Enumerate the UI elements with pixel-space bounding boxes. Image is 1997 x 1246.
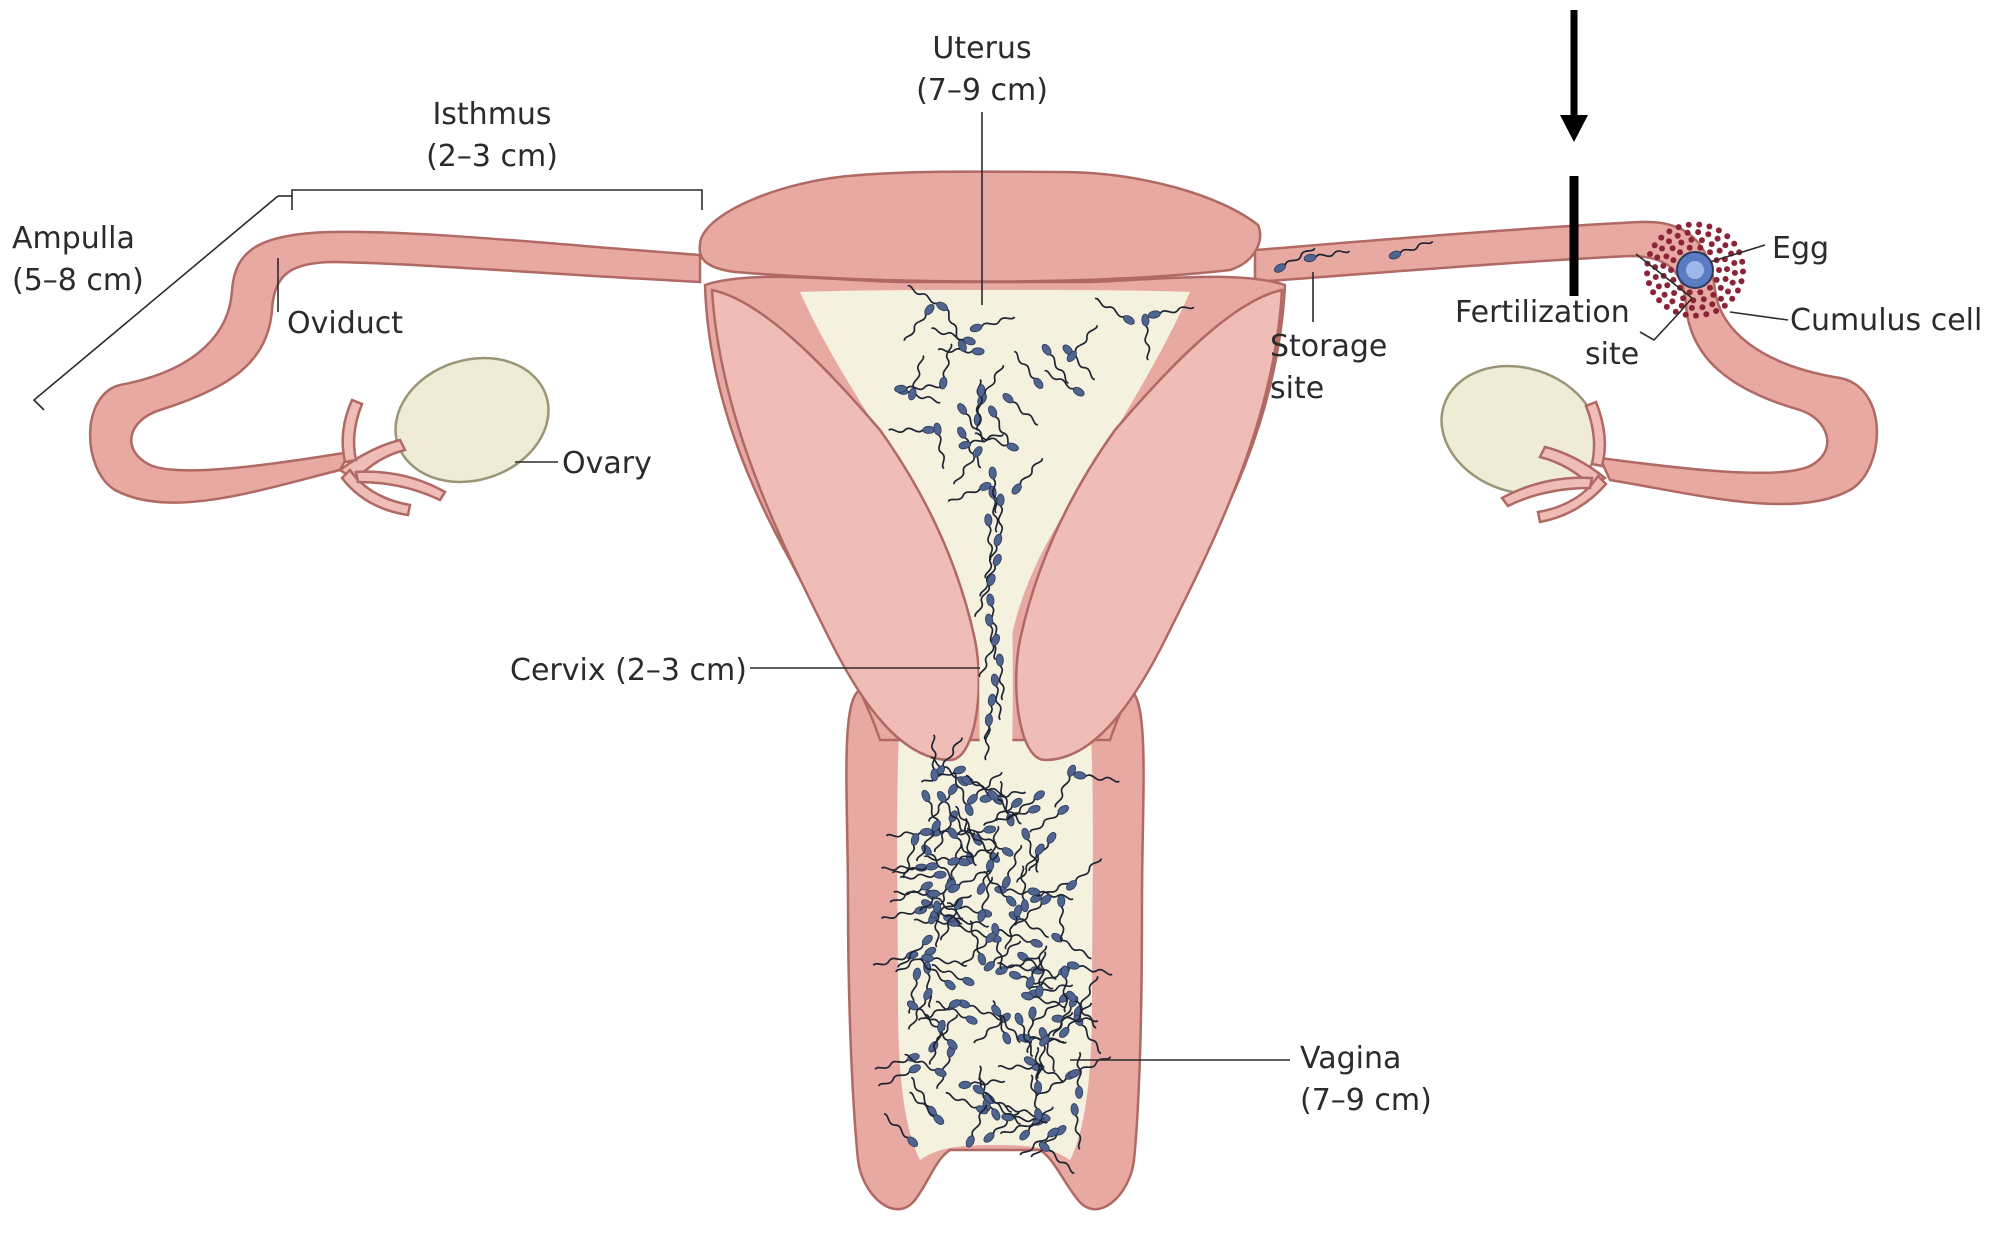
cumulus-cell xyxy=(1724,266,1730,272)
cumulus-cell xyxy=(1705,231,1711,237)
cumulus-cell xyxy=(1731,260,1737,266)
cumulus-cell xyxy=(1686,222,1692,228)
cumulus-cell xyxy=(1659,246,1665,252)
cumulus-cell xyxy=(1715,236,1721,242)
cumulus-cell xyxy=(1687,245,1693,251)
cumulus-cell xyxy=(1653,274,1659,280)
storage-site-label-line2: site xyxy=(1270,371,1324,406)
uterus xyxy=(700,172,1285,760)
cumulus-cell xyxy=(1709,241,1715,247)
oviduct-label: Oviduct xyxy=(287,306,403,341)
cumulus-cell xyxy=(1688,237,1694,243)
cumulus-cell xyxy=(1647,251,1653,257)
cumulus-cell xyxy=(1703,311,1709,317)
cumulus-cell xyxy=(1696,222,1702,228)
cumulus-cell xyxy=(1683,312,1689,318)
cumulus-cell xyxy=(1722,242,1728,248)
cumulus-cell xyxy=(1701,296,1707,302)
cumulus-cell xyxy=(1660,263,1666,269)
cumulus-cell-label: Cumulus cell xyxy=(1790,303,1982,338)
cumulus-cell xyxy=(1697,289,1703,295)
cumulus-cell xyxy=(1676,224,1682,230)
cumulus-cell xyxy=(1654,254,1660,260)
cumulus-cell xyxy=(1677,249,1683,255)
cumulus-cell xyxy=(1669,298,1675,304)
vagina-size: (7–9 cm) xyxy=(1300,1083,1432,1118)
cumulus-cell xyxy=(1664,282,1670,288)
cumulus-cell xyxy=(1714,277,1720,283)
cumulus-cell xyxy=(1739,259,1745,265)
cumulus-cell xyxy=(1680,295,1686,301)
cumulus-cell xyxy=(1671,290,1677,296)
cumulus-cell xyxy=(1707,285,1713,291)
uterus-size: (7–9 cm) xyxy=(916,73,1048,108)
cumulus-cell xyxy=(1689,305,1695,311)
cumulus-cell xyxy=(1644,270,1650,276)
cumulus-cell xyxy=(1664,304,1670,310)
cumulus-cell xyxy=(1670,257,1676,263)
cumulus-cell xyxy=(1735,288,1741,294)
cumulus-cell xyxy=(1716,267,1722,273)
isthmus-label: Isthmus xyxy=(432,97,551,132)
cumulus-cell xyxy=(1722,303,1728,309)
isthmus-size: (2–3 cm) xyxy=(426,139,558,174)
fertilization-site-label-line1: Fertilization xyxy=(1455,295,1630,330)
cumulus-cell xyxy=(1723,276,1729,282)
cumulus-cell xyxy=(1710,292,1716,298)
egg-leader xyxy=(1710,245,1765,262)
cumulus-cell xyxy=(1666,238,1672,244)
cumulus-cell xyxy=(1717,248,1723,254)
cumulus-cell xyxy=(1724,233,1730,239)
cumulus-cell xyxy=(1707,249,1713,255)
cumulus-cell xyxy=(1699,237,1705,243)
cumulus-cell xyxy=(1730,280,1736,286)
cumulus-cell xyxy=(1713,308,1719,314)
egg-cell-icon xyxy=(1677,252,1713,288)
storage-site-label-line1: Storage xyxy=(1270,329,1387,364)
ovary-label: Ovary xyxy=(562,446,652,481)
cumulus-cell xyxy=(1685,230,1691,236)
vagina-label: Vagina xyxy=(1300,1041,1401,1076)
fertilization-site-label-line2: site xyxy=(1585,337,1639,372)
cumulus-cell xyxy=(1678,240,1684,246)
cumulus-cell xyxy=(1739,278,1745,284)
cumulus-cell xyxy=(1732,270,1738,276)
cumulus-cell xyxy=(1709,301,1715,307)
cumulus-cell xyxy=(1656,297,1662,303)
cumulus-cell xyxy=(1740,269,1746,275)
uterus-label: Uterus xyxy=(932,31,1031,66)
cumulus-cell xyxy=(1663,253,1669,259)
cumulus-cell xyxy=(1675,233,1681,239)
cumulus-cell xyxy=(1697,245,1703,251)
ampulla-size: (5–8 cm) xyxy=(12,263,144,298)
cumulus-cell xyxy=(1646,280,1652,286)
cumulus-cell xyxy=(1699,304,1705,310)
cumulus-leader xyxy=(1730,312,1788,320)
cumulus-cell xyxy=(1729,296,1735,302)
cervix-label: Cervix (2–3 cm) xyxy=(510,653,747,688)
cumulus-cell xyxy=(1670,245,1676,251)
egg-label: Egg xyxy=(1772,231,1829,266)
cumulus-cell xyxy=(1650,289,1656,295)
cumulus-cell xyxy=(1666,228,1672,234)
cumulus-cell xyxy=(1731,241,1737,247)
cumulus-cell xyxy=(1652,242,1658,248)
cumulus-cell xyxy=(1658,235,1664,241)
cumulus-cell xyxy=(1718,296,1724,302)
cumulus-cell xyxy=(1662,292,1668,298)
isthmus-bracket xyxy=(292,190,702,210)
cumulus-cell xyxy=(1656,283,1662,289)
cumulus-cell xyxy=(1725,289,1731,295)
down-arrow-icon xyxy=(1560,10,1588,142)
ampulla-label: Ampulla xyxy=(12,221,135,256)
cumulus-cell xyxy=(1718,285,1724,291)
cumulus-cell xyxy=(1706,224,1712,230)
cumulus-cell xyxy=(1668,267,1674,273)
cumulus-cell xyxy=(1693,313,1699,319)
cumulus-cell xyxy=(1695,229,1701,235)
cumulus-cell xyxy=(1716,227,1722,233)
